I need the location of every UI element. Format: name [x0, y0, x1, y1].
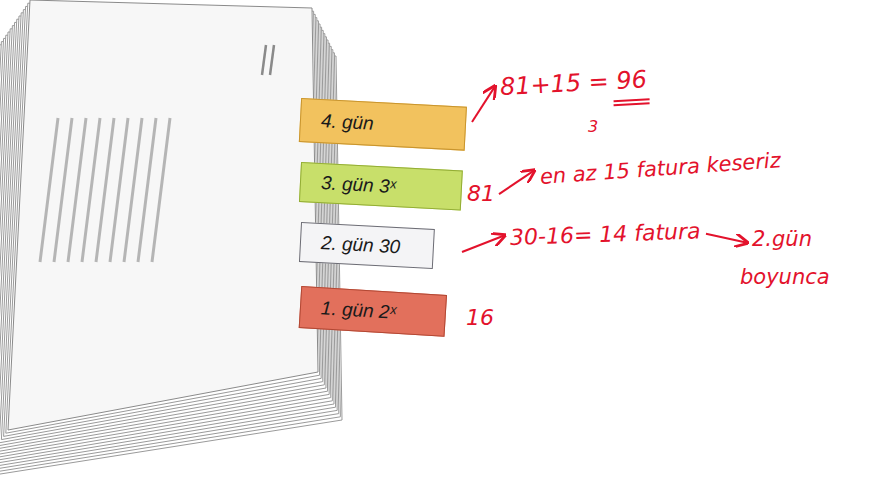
- tab-label: 2. gün 30: [320, 232, 400, 258]
- handwritten-note: 81: [467, 182, 495, 206]
- handwritten-note: boyunca: [740, 266, 830, 289]
- cover-mark: [270, 45, 274, 75]
- red-arrow: [706, 234, 746, 243]
- handwritten-note: 30-16= 14 fatura: [510, 219, 701, 250]
- day-tab: 3. gün 3ˣ: [299, 162, 463, 210]
- handwritten-note: en az 15 fatura keseriz: [539, 149, 781, 189]
- red-arrow: [472, 87, 494, 122]
- handwritten-note: 16: [466, 306, 494, 330]
- red-arrow: [462, 236, 504, 252]
- paper-sheet: [8, 0, 318, 430]
- handwritten-note: 3: [588, 118, 598, 136]
- tab-label: 4. gün: [320, 110, 374, 135]
- day-tab: 1. gün 2ˣ: [299, 286, 447, 337]
- day-tab: 4. gün: [299, 98, 467, 151]
- handwritten-note: 81+15 = 96: [499, 66, 647, 100]
- cover-hatch: [152, 118, 170, 262]
- cover-mark: [262, 45, 266, 75]
- underline: [614, 99, 650, 101]
- handwritten-note: 2.gün: [752, 228, 812, 251]
- tab-label: 1. gün 2ˣ: [320, 297, 396, 324]
- underline: [614, 103, 650, 105]
- day-tab: 2. gün 30: [299, 222, 435, 269]
- red-arrow: [499, 171, 533, 194]
- tab-label: 3. gün 3ˣ: [320, 172, 396, 198]
